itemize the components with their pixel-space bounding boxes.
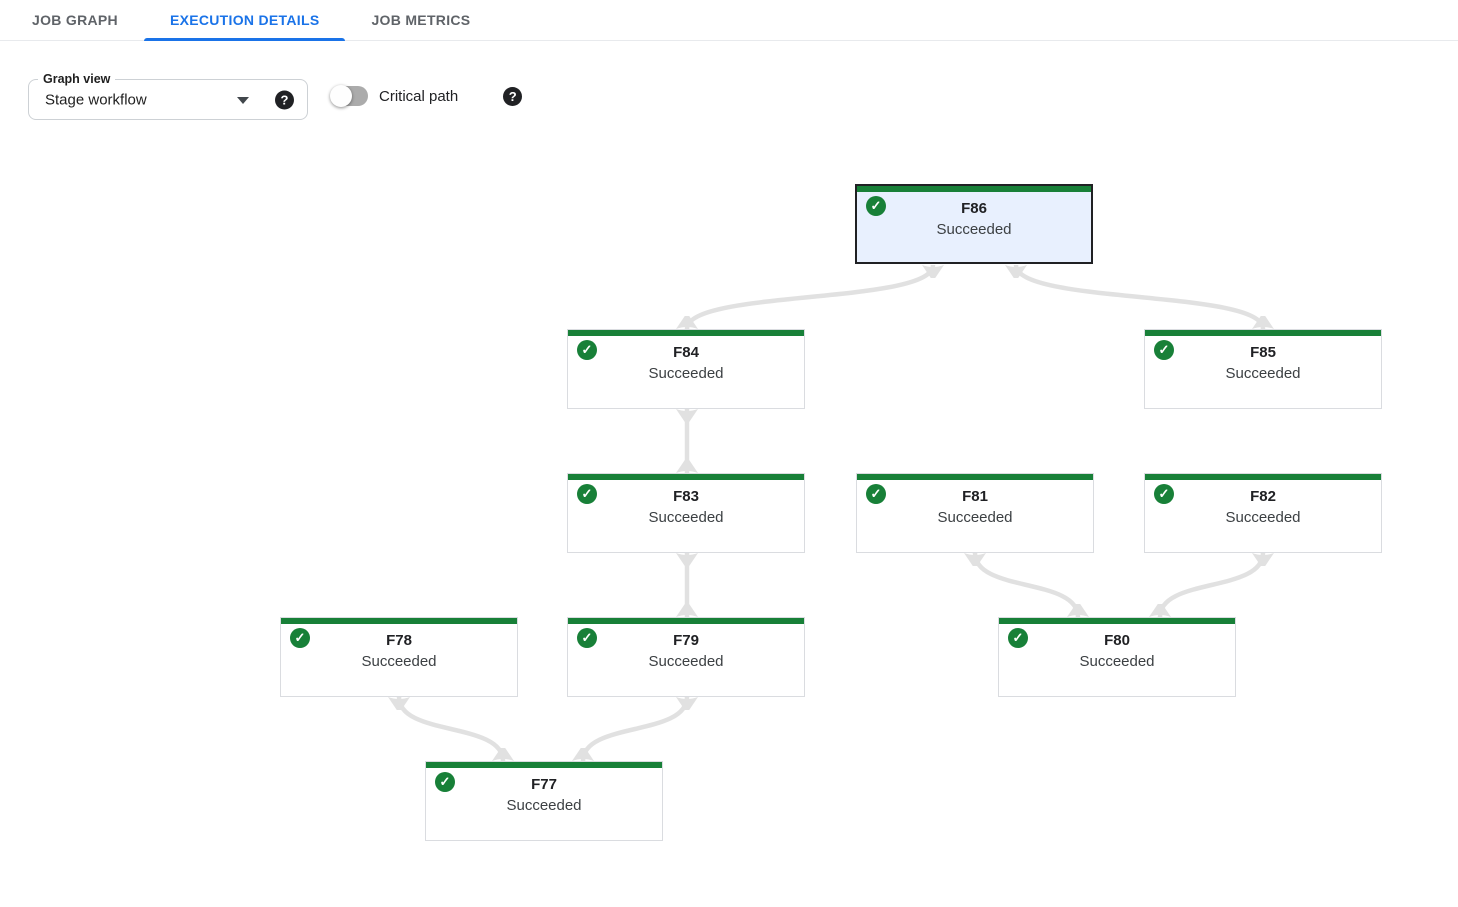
node-status: Succeeded: [936, 221, 1012, 238]
tab-job-graph[interactable]: JOB GRAPH: [32, 12, 118, 28]
node-status-bar: [1145, 474, 1381, 480]
critical-path-toggle[interactable]: [330, 85, 368, 107]
node-title: F78: [386, 632, 412, 649]
node-status-bar: [568, 618, 804, 624]
check-circle-icon: ✓: [1154, 484, 1174, 504]
graph-view-field-label: Graph view: [38, 71, 116, 87]
check-circle-icon: ✓: [577, 484, 597, 504]
node-status: Succeeded: [1079, 653, 1155, 670]
edge-F86-F85: [1005, 264, 1274, 330]
tab-bar: JOB GRAPH EXECUTION DETAILS JOB METRICS: [0, 0, 1458, 41]
check-circle-icon: ✓: [290, 628, 310, 648]
node-title: F79: [673, 632, 699, 649]
tab-job-metrics[interactable]: JOB METRICS: [371, 12, 471, 28]
node-status-bar: [568, 474, 804, 480]
check-circle-icon: ✓: [1154, 340, 1174, 360]
node-status-bar: [1145, 330, 1381, 336]
node-title: F85: [1250, 344, 1276, 361]
node-status-bar: [857, 186, 1091, 192]
graph-view-selected-value: Stage workflow: [45, 91, 147, 108]
node-status-bar: [426, 762, 662, 768]
edge-F82-F80: [1149, 552, 1274, 618]
node-title: F84: [673, 344, 699, 361]
edge-F79-F77: [572, 696, 698, 762]
critical-path-label: Critical path: [379, 87, 459, 105]
check-circle-icon: ✓: [577, 628, 597, 648]
check-circle-icon: ✓: [577, 340, 597, 360]
node-status-bar: [999, 618, 1235, 624]
node-title: F81: [962, 488, 988, 505]
node-title: F86: [961, 200, 987, 217]
node-status: Succeeded: [648, 365, 724, 382]
node-status-bar: [281, 618, 517, 624]
check-circle-icon: ✓: [866, 196, 886, 216]
node-title: F82: [1250, 488, 1276, 505]
edge-F81-F80: [964, 552, 1089, 618]
check-circle-icon: ✓: [866, 484, 886, 504]
node-status: Succeeded: [361, 653, 437, 670]
node-title: F77: [531, 776, 557, 793]
check-circle-icon: ✓: [435, 772, 455, 792]
node-status: Succeeded: [1225, 365, 1301, 382]
toggle-knob: [330, 85, 352, 107]
dropdown-arrow-icon: [237, 96, 249, 104]
tab-execution-details[interactable]: EXECUTION DETAILS: [143, 0, 346, 41]
graph-view-select[interactable]: Graph view Stage workflow ?: [28, 71, 308, 120]
node-status: Succeeded: [1225, 509, 1301, 526]
critical-path-help-icon[interactable]: ?: [503, 86, 523, 106]
critical-path-control: Critical path ?: [330, 85, 523, 107]
edge-F83-F79: [676, 553, 698, 617]
node-title: F80: [1104, 632, 1130, 649]
node-status: Succeeded: [648, 509, 724, 526]
node-status: Succeeded: [648, 653, 724, 670]
edge-F78-F77: [388, 696, 514, 762]
node-status: Succeeded: [937, 509, 1013, 526]
graph-view-help-icon[interactable]: ?: [275, 90, 294, 109]
node-status: Succeeded: [506, 797, 582, 814]
node-status-bar: [568, 330, 804, 336]
edge-F84-F83: [676, 409, 698, 473]
node-status-bar: [857, 474, 1093, 480]
node-title: F83: [673, 488, 699, 505]
edge-F86-F84: [676, 264, 944, 330]
check-circle-icon: ✓: [1008, 628, 1028, 648]
